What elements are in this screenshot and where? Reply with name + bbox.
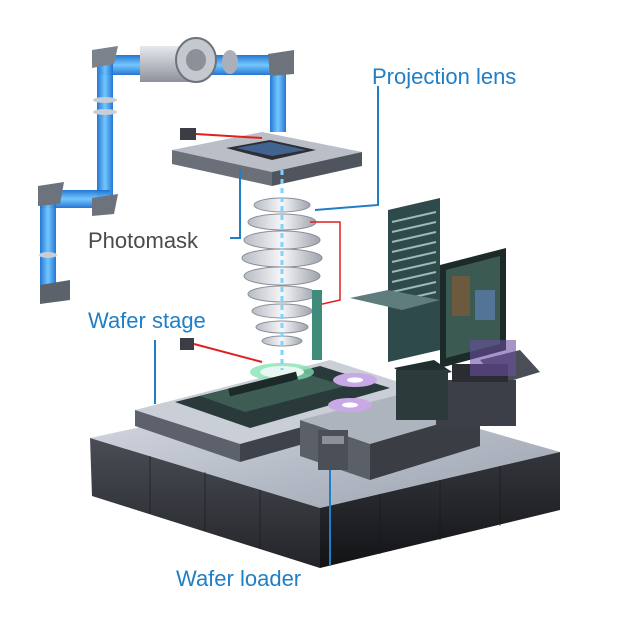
leader-projection-lens (314, 86, 379, 211)
wafer-loader-label: Wafer loader (176, 566, 302, 591)
leader-lines (154, 86, 379, 566)
light-source-optics (38, 37, 294, 304)
wafer-stage-label: Wafer stage (88, 308, 206, 333)
projection-lens-label: Projection lens (372, 64, 517, 89)
laser-interferometer (180, 221, 341, 363)
control-tower (350, 198, 540, 426)
projection-lens-column (241, 170, 323, 370)
photomask-assembly (172, 128, 362, 186)
photomask-label: Photomask (88, 228, 199, 253)
leader-photomask (230, 170, 241, 239)
